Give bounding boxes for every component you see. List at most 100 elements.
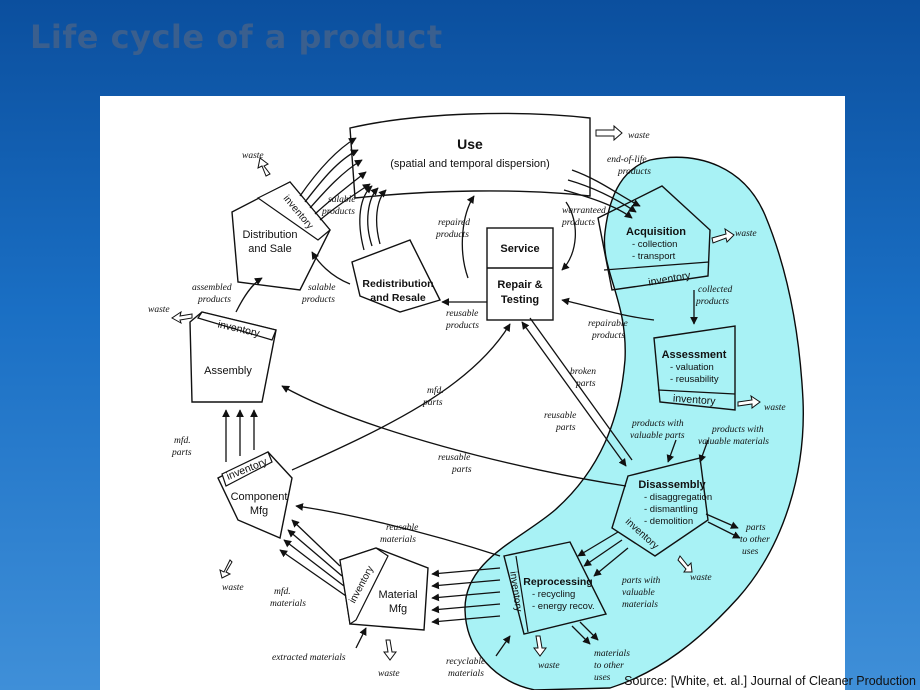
- mfd-materials-label-2: materials: [270, 599, 306, 609]
- distribution-line1: Distribution: [242, 229, 297, 241]
- source-citation: Source: [White, et. al.] Journal of Clea…: [624, 674, 916, 688]
- assembly-node: inventory Assembly: [189, 311, 277, 403]
- salable-products-label-1: salable: [308, 283, 335, 293]
- slide-title: Life cycle of a product: [30, 18, 443, 56]
- reusable-parts-mid-label-2: parts: [451, 465, 472, 475]
- mfd-materials-label-1: mfd.: [274, 586, 291, 597]
- flow-labels: waste waste waste waste waste waste wast…: [148, 131, 786, 683]
- distribution-line2: and Sale: [248, 243, 291, 255]
- salable-products-label-2: products: [301, 295, 335, 305]
- reprocessing-title: Reprocessing: [523, 576, 592, 588]
- parts-with-valuable-label-2: valuable: [622, 588, 655, 598]
- mfd-parts-left-label-1: mfd.: [174, 435, 191, 446]
- extracted-materials-label: extracted materials: [272, 653, 346, 663]
- recyclable-label-1: recyclable: [446, 657, 485, 667]
- disassembly-title: Disassembly: [638, 479, 706, 491]
- assembly-title: Assembly: [204, 365, 252, 377]
- component-line1: Component: [231, 491, 288, 503]
- end-of-life-label-2: products: [617, 167, 651, 177]
- assessment-item1: - valuation: [670, 362, 714, 373]
- repairable-label-1: repairable: [588, 319, 628, 329]
- distribution-node: inventory Distribution and Sale: [231, 181, 331, 291]
- service-title: Service: [500, 243, 539, 255]
- redistribution-node: Redistribution and Resale: [351, 239, 441, 313]
- parts-to-other-label-1: parts: [745, 523, 766, 533]
- collected-label-2: products: [695, 297, 729, 307]
- materials-to-other-label-2: to other: [594, 661, 624, 671]
- waste-label-reprocessing: waste: [538, 661, 560, 671]
- warranteed-label-1: warranteed: [562, 206, 606, 216]
- broken-label-1: broken: [570, 367, 596, 377]
- component-line2: Mfg: [250, 505, 268, 517]
- reusable-parts-label-1: reusable: [544, 411, 576, 421]
- waste-label-assembly: waste: [148, 305, 170, 315]
- reprocessing-item1: - recycling: [532, 589, 575, 600]
- redistribution-line2: and Resale: [370, 292, 426, 304]
- broken-label-2: parts: [575, 379, 596, 389]
- mfd-parts-label-2: parts: [422, 398, 443, 408]
- materials-to-other-label-1: materials: [594, 649, 630, 659]
- use-subtitle: (spatial and temporal dispersion): [390, 158, 550, 170]
- material-line2: Mfg: [389, 603, 407, 615]
- parts-to-other-label-3: uses: [742, 547, 759, 557]
- reprocessing-item2: - energy recov.: [532, 601, 595, 612]
- reusable-materials-label-2: materials: [380, 535, 416, 545]
- assessment-title: Assessment: [662, 349, 727, 361]
- component-node: inventory Component Mfg: [217, 451, 293, 539]
- products-with-materials-label-1: products with: [711, 425, 764, 435]
- assessment-inventory-label: inventory: [673, 393, 717, 408]
- waste-arrows: [171, 124, 761, 661]
- material-node: inventory Material Mfg: [339, 547, 429, 631]
- acquisition-title: Acquisition: [626, 226, 686, 238]
- salable-label-1: salable: [328, 195, 355, 205]
- use-title: Use: [457, 136, 483, 152]
- reusable-products-label-1: reusable: [446, 309, 478, 319]
- waste-label-distribution: waste: [242, 151, 264, 161]
- collected-label-1: collected: [698, 285, 733, 295]
- products-with-materials-label-2: valuable materials: [698, 437, 769, 447]
- materials-to-other-label-3: uses: [594, 673, 611, 683]
- redistribution-line1: Redistribution: [362, 278, 433, 290]
- disassembly-item1: - disaggregation: [644, 492, 712, 503]
- repair-line2: Testing: [501, 294, 539, 306]
- reusable-products-label-2: products: [445, 321, 479, 331]
- assessment-item2: - reusability: [670, 374, 719, 385]
- parts-with-valuable-label-1: parts with: [621, 576, 661, 586]
- assessment-node: Assessment - valuation - reusability inv…: [653, 325, 736, 411]
- material-line1: Material: [378, 589, 417, 601]
- acquisition-node: Acquisition - collection - transport inv…: [597, 185, 711, 291]
- reusable-parts-mid-label-1: reusable: [438, 453, 470, 463]
- reusable-parts-label-2: parts: [555, 423, 576, 433]
- flow-arrows: [222, 137, 741, 657]
- repair-line1: Repair &: [497, 279, 542, 291]
- waste-label-component: waste: [222, 583, 244, 593]
- use-node: Use (spatial and temporal dispersion): [349, 112, 591, 199]
- end-of-life-label-1: end-of-life: [607, 154, 647, 165]
- warranteed-label-2: products: [561, 218, 595, 228]
- salable-label-2: products: [321, 207, 355, 217]
- waste-label-disassembly: waste: [690, 573, 712, 583]
- waste-label-use: waste: [628, 131, 650, 141]
- waste-label-acquisition: waste: [735, 229, 757, 239]
- assembled-label-2: products: [197, 295, 231, 305]
- repaired-label-2: products: [435, 230, 469, 240]
- acquisition-item1: - collection: [632, 239, 677, 250]
- waste-label-assessment: waste: [764, 403, 786, 413]
- products-with-parts-label-2: valuable parts: [630, 431, 685, 441]
- assembled-label-1: assembled: [192, 283, 232, 293]
- acquisition-item2: - transport: [632, 251, 676, 262]
- reprocessing-node: inventory Reprocessing - recycling - ene…: [503, 541, 608, 635]
- disassembly-item3: - demolition: [644, 516, 693, 527]
- mfd-parts-label-1: mfd.: [427, 385, 444, 396]
- mfd-parts-left-label-2: parts: [171, 448, 192, 458]
- parts-with-valuable-label-3: materials: [622, 600, 658, 610]
- parts-to-other-label-2: to other: [740, 535, 770, 545]
- repaired-label-1: repaired: [438, 218, 470, 228]
- service-node: Service Repair & Testing: [486, 227, 554, 321]
- reusable-materials-label-1: reusable: [386, 523, 418, 533]
- repairable-label-2: products: [591, 331, 625, 341]
- products-with-parts-label-1: products with: [631, 419, 684, 429]
- recyclable-label-2: materials: [448, 669, 484, 679]
- disassembly-item2: - dismantling: [644, 504, 698, 515]
